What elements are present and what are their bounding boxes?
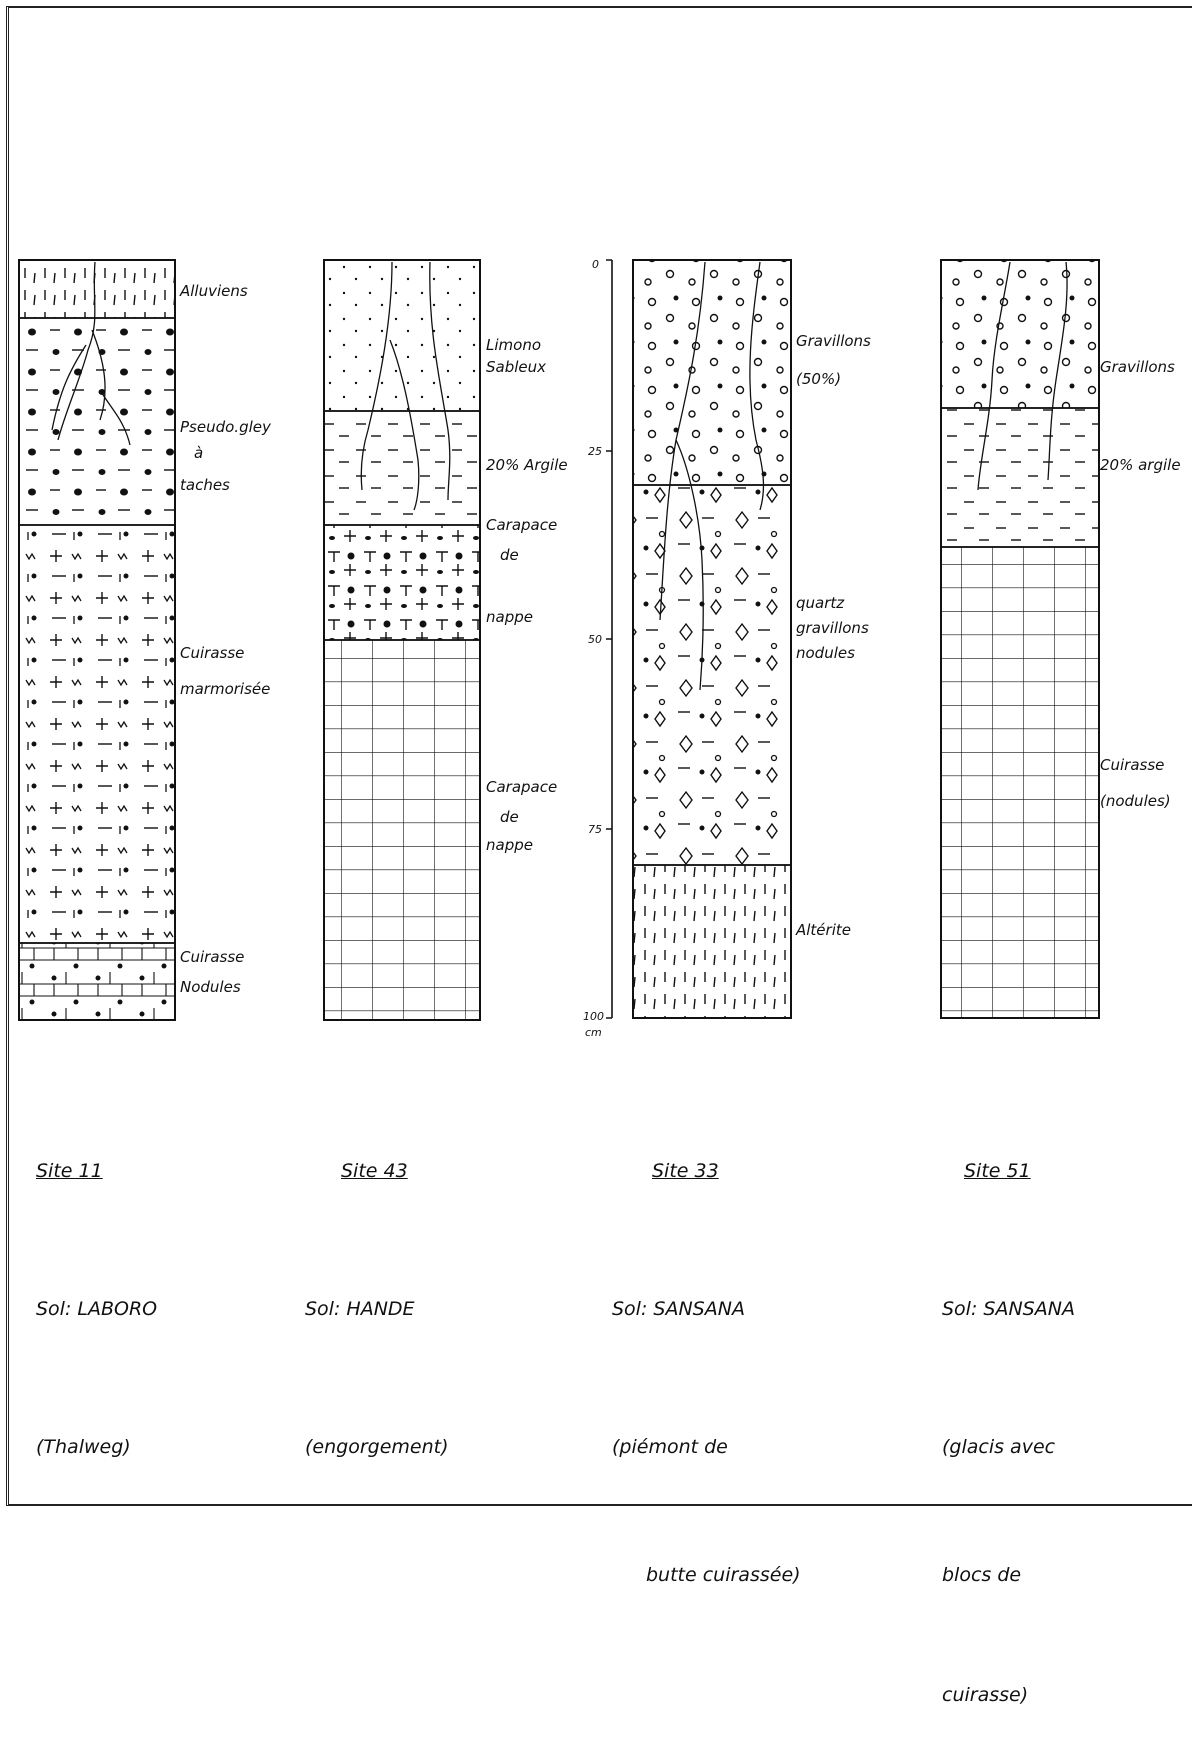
caption-site-43: Site 43 Sol: HANDE (engorgement) <box>305 1056 449 1516</box>
profile-column-2 <box>324 260 480 1020</box>
horizon-dots <box>324 260 480 411</box>
horizon-label: Nodules <box>180 978 241 996</box>
horizon-label: Gravillons <box>796 332 871 350</box>
horizon-label: Cuirasse <box>180 948 244 966</box>
horizon-label: Altérite <box>795 921 851 939</box>
soil-name: Sol: HANDE <box>305 1286 449 1332</box>
horizon-label: quartz <box>796 594 845 612</box>
context-line: butte cuirassée) <box>612 1562 801 1588</box>
horizon-crosses <box>324 525 480 640</box>
context-line: cuirasse) <box>942 1680 1075 1710</box>
depth-axis: 0 25 50 75 100 cm <box>583 258 612 1039</box>
horizon-label: Carapace <box>486 778 557 796</box>
horizon-label: de <box>500 546 519 564</box>
context-line: (engorgement) <box>305 1424 449 1470</box>
context-line: (glacis avec <box>942 1424 1075 1470</box>
horizon-label: Sableux <box>486 358 546 376</box>
horizon-gravels <box>941 260 1099 408</box>
soil-name: Sol: SANSANA <box>612 1286 801 1332</box>
horizon-dashes <box>324 411 480 525</box>
soil-name: Sol: SANSANA <box>942 1286 1075 1332</box>
depth-tick-0: 0 <box>592 258 599 271</box>
horizon-marbled <box>19 525 175 943</box>
horizon-ticks <box>633 865 791 1018</box>
site-title: Site 11 <box>36 1148 157 1194</box>
horizon-quartz <box>633 485 791 865</box>
horizon-dashes-dots <box>19 318 175 525</box>
horizon-label: Gravillons <box>1100 358 1175 376</box>
horizon-label: à <box>194 444 203 462</box>
site-title: Site 33 <box>612 1148 801 1194</box>
horizon-label: (50%) <box>796 370 841 388</box>
horizon-label: 20% argile <box>1100 456 1181 474</box>
context-line: (piémont de <box>612 1424 801 1470</box>
horizon-label: taches <box>180 476 230 494</box>
profile-column-1 <box>19 260 175 1020</box>
horizon-label: de <box>500 808 519 826</box>
horizon-label: (nodules) <box>1100 792 1171 810</box>
caption-site-33: Site 33 Sol: SANSANA (piémont de butte c… <box>612 1056 801 1634</box>
horizon-grid <box>324 640 480 1020</box>
soil-name: Sol: LABORO <box>36 1286 157 1332</box>
horizon-gravels <box>633 260 791 485</box>
depth-tick-50: 50 <box>588 633 602 646</box>
horizon-nodules <box>19 943 175 1020</box>
caption-site-11: Site 11 Sol: LABORO (Thalweg) <box>36 1056 157 1516</box>
profile-column-4 <box>941 260 1099 1018</box>
caption-site-51: Site 51 Sol: SANSANA (glacis avec blocs … <box>942 1056 1075 1756</box>
context-line: blocs de <box>942 1562 1075 1588</box>
depth-tick-25: 25 <box>588 445 602 458</box>
profile-column-3 <box>633 260 791 1018</box>
depth-tick-100: 100 <box>583 1010 604 1023</box>
horizon-label: Pseudo.gley <box>180 418 272 436</box>
horizon-label: Alluviens <box>179 282 248 300</box>
horizon-grid <box>941 547 1099 1018</box>
horizon-label: Cuirasse <box>180 644 244 662</box>
horizon-label: Carapace <box>486 516 557 534</box>
horizon-label: gravillons <box>796 619 869 637</box>
horizon-label: marmorisée <box>180 680 270 698</box>
horizon-ticks <box>19 260 175 318</box>
site-title: Site 43 <box>305 1148 449 1194</box>
horizon-dashes <box>941 408 1099 547</box>
profile-columns <box>19 260 1099 1020</box>
horizon-label: nappe <box>486 836 533 854</box>
depth-tick-75: 75 <box>588 823 602 836</box>
horizon-label: Limono <box>486 336 541 354</box>
horizon-label: 20% Argile <box>486 456 568 474</box>
depth-unit: cm <box>585 1026 602 1039</box>
horizon-label: nodules <box>796 644 855 662</box>
site-title: Site 51 <box>942 1148 1075 1194</box>
horizon-label: Cuirasse <box>1100 756 1164 774</box>
horizon-label: nappe <box>486 608 533 626</box>
context-line: (Thalweg) <box>36 1424 157 1470</box>
